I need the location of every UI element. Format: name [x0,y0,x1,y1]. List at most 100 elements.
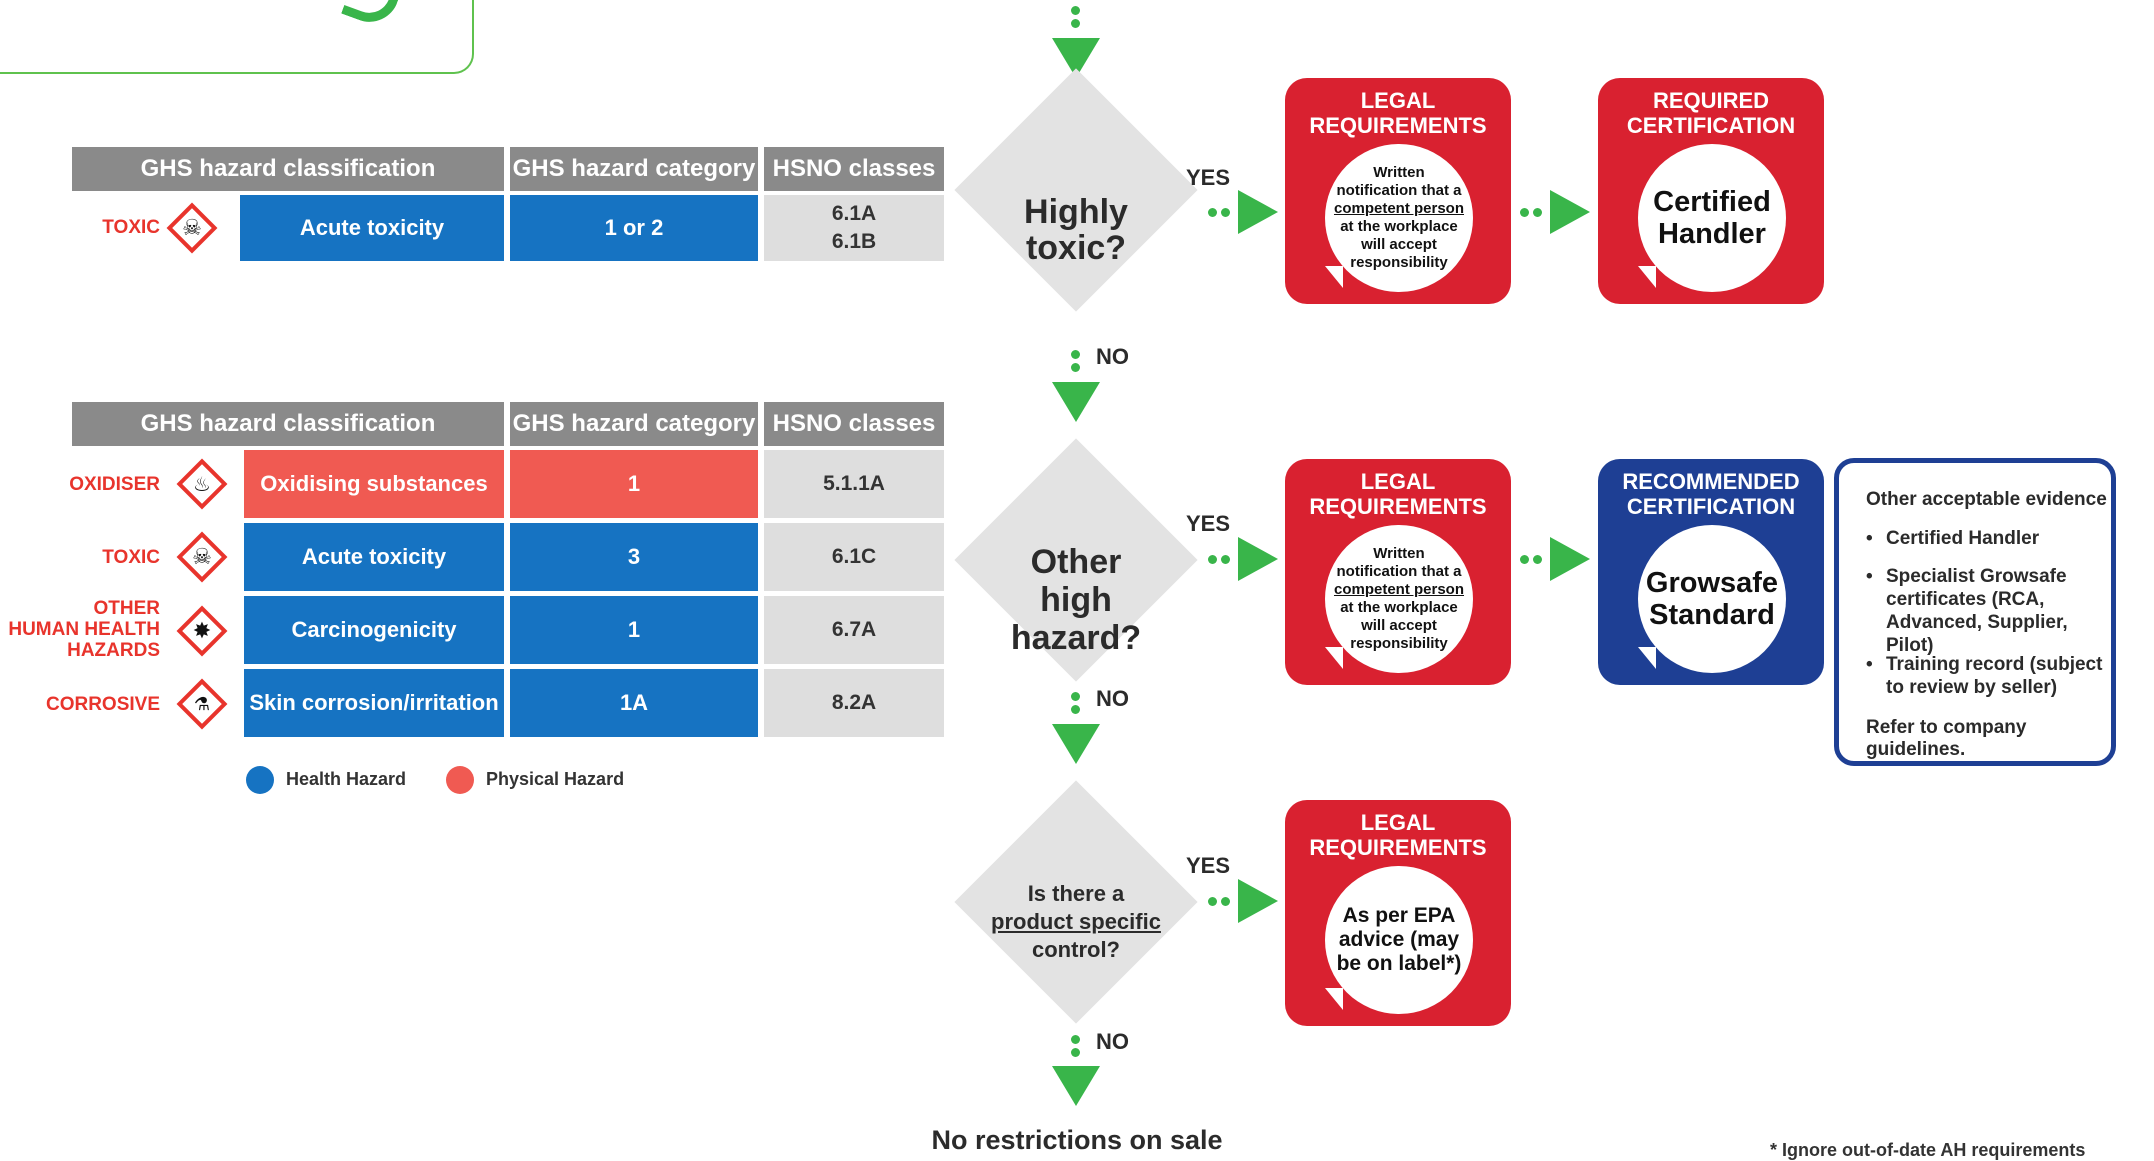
yes-label-1: YES [1186,165,1231,190]
connector-dots [1520,208,1542,217]
table1-header-classification: GHS hazard classification [72,147,504,191]
speech-bubble: As per EPA advice (may be on label*) [1325,866,1473,1014]
decision-line: Is there a [1027,881,1125,906]
label-line: OTHER [93,598,161,619]
evidence-item: Specialist Growsafe certificates (RCA, A… [1866,565,2108,657]
title-line: LEGAL [1360,469,1436,494]
speech-bubble: Written notification that a competent pe… [1325,144,1473,292]
legend-health-label: Health Hazard [286,769,407,789]
table2-row1-classification: Oxidising substances [244,450,504,518]
competent-person-link[interactable]: competent person [1333,200,1465,217]
table2-row3-category: 1 [510,596,758,664]
table2-header-category: GHS hazard category [510,402,758,446]
speech-bubble: Certified Handler [1638,144,1786,292]
title-line: LEGAL [1360,88,1436,113]
connector-dots [1208,897,1230,906]
notification-text: at the workplace will accept responsibil… [1340,218,1458,271]
table2-row2-classification: Acute toxicity [244,523,504,591]
speech-bubble-tail [1638,266,1656,288]
required-certification-box: REQUIRED CERTIFICATION Certified Handler [1598,78,1824,304]
label-line: HAZARDS [67,640,160,661]
legend-physical-dot [446,766,474,794]
product-control-link[interactable]: product specific [991,909,1161,934]
certification-name: Standard [1649,599,1775,631]
title-line: REQUIREMENTS [1309,494,1487,519]
competent-person-link[interactable]: competent person [1333,581,1465,598]
skull-crossbones-icon: ☠ [166,202,218,254]
certification-name: Handler [1658,218,1766,250]
connector-dots [1208,555,1230,564]
table1-row1-hsno: 6.1A 6.1B [764,195,944,261]
table2-header-classification: GHS hazard classification [72,402,504,446]
hsno-class: 6.1A [831,202,877,225]
connector-dots [1071,350,1080,372]
certification-name: Growsafe [1645,567,1779,599]
connector-dots [1071,6,1080,28]
skull-crossbones-icon: ☠ [176,531,228,583]
recommended-certification-box: RECOMMENDED CERTIFICATION Growsafe Stand… [1598,459,1824,685]
speech-bubble: Written notification that a competent pe… [1325,525,1473,673]
connector-dots [1071,692,1080,714]
arrow-down-icon [1052,382,1100,422]
no-label-2: NO [1096,686,1129,711]
no-label-1: NO [1096,344,1129,369]
certification-name: Certified [1653,186,1771,218]
hazard-label-other-health: OTHER HUMAN HEALTH HAZARDS [0,598,160,661]
decision-3-text: Is there a product specific control? [966,842,1186,1002]
health-hazard-icon: ✸ [176,605,228,657]
table2-row2-hsno: 6.1C [764,523,944,591]
bubble-text: Written notification that a competent pe… [1331,545,1467,653]
arrow-right-icon [1238,537,1278,581]
decision-line: high [1040,581,1112,619]
speech-bubble-tail [1325,647,1343,669]
table2-row3-classification: Carcinogenicity [244,596,504,664]
speech-bubble-tail [1325,266,1343,288]
flame-over-circle-icon: ♨ [176,458,228,510]
legend-physical-label: Physical Hazard [486,769,625,789]
evidence-item: Certified Handler [1866,527,2106,550]
decision-line: hazard? [1010,619,1142,657]
legal-requirements-box-1: LEGAL REQUIREMENTS Written notification … [1285,78,1511,304]
hazard-label-corrosive: CORROSIVE [45,694,160,715]
notification-text: Written notification that a [1336,545,1462,580]
arrow-right-icon [1550,190,1590,234]
table1-header-category: GHS hazard category [510,147,758,191]
speech-bubble-tail [1638,647,1656,669]
title-line: RECOMMENDED [1622,469,1800,494]
title-line: REQUIREMENTS [1309,113,1487,138]
legal-requirements-box-2: LEGAL REQUIREMENTS Written notification … [1285,459,1511,685]
acceptable-evidence-box: Other acceptable evidence Certified Hand… [1834,458,2116,766]
evidence-item: Training record (subject to review by se… [1866,653,2108,699]
box-title: LEGAL REQUIREMENTS [1285,810,1511,860]
legend-health-dot [246,766,274,794]
decision-line: Highly [1024,193,1128,231]
title-line: CERTIFICATION [1626,113,1796,138]
arrow-right-icon [1550,537,1590,581]
speech-bubble-tail [1325,988,1343,1010]
decision-line: control? [1032,937,1120,962]
table2-header-hsno: HSNO classes [764,402,944,446]
decision-1-text: Highly toxic? [966,150,1186,310]
table2-row4-hsno: 8.2A [764,669,944,737]
title-line: REQUIRED [1652,88,1770,113]
table2-row3-hsno: 6.7A [764,596,944,664]
end-statement: No restrictions on sale [931,1125,1223,1155]
table2-row1-category: 1 [510,450,758,518]
connector-dots [1071,1035,1080,1057]
table2-row2-category: 3 [510,523,758,591]
title-line: CERTIFICATION [1626,494,1796,519]
box-title: LEGAL REQUIREMENTS [1285,88,1511,138]
legal-requirements-box-3: LEGAL REQUIREMENTS As per EPA advice (ma… [1285,800,1511,1026]
evidence-title: Other acceptable evidence [1866,489,2107,510]
epa-advice-text: As per EPA advice (may be on label*) [1336,904,1462,975]
title-line: LEGAL [1360,810,1436,835]
arrow-right-icon [1238,879,1278,923]
bubble-text: Written notification that a competent pe… [1331,164,1467,272]
connector-dots [1208,208,1230,217]
no-label-3: NO [1096,1029,1129,1054]
table1-row1-category: 1 or 2 [510,195,758,261]
label-line: HUMAN HEALTH [8,619,160,640]
footnote: * Ignore out-of-date AH requirements [1770,1140,2086,1160]
table1-row1-classification: Acute toxicity [240,195,504,261]
decorative-curve [0,0,474,74]
